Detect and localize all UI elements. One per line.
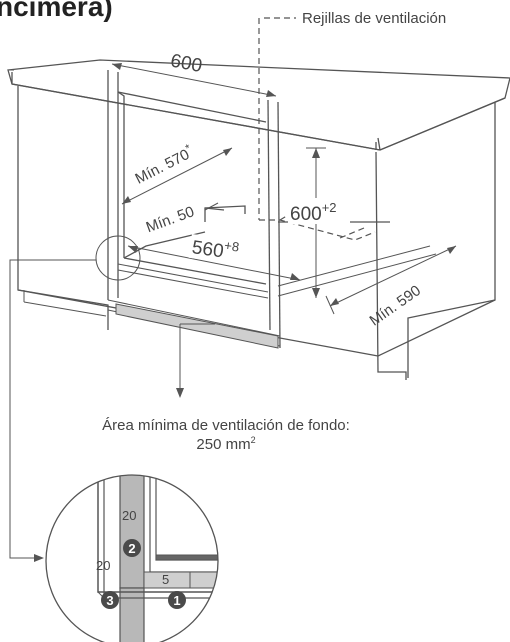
svg-text:1: 1 (173, 593, 180, 608)
dim-min-depth-label: Mín. 570 (133, 146, 193, 188)
dim-height-label: 600 (290, 204, 322, 225)
detail-magnified: 20 20 5 2 1 3 (45, 474, 219, 642)
dim-inner-width-label: 560 (191, 237, 225, 262)
dim-height-tol: +2 (322, 200, 337, 215)
svg-text:Mín. 570*: Mín. 570* (132, 142, 197, 188)
dim-min-depth: Mín. 570* (121, 142, 233, 205)
legend-vent-grilles-label: Rejillas de ventilación (302, 10, 446, 27)
marker-1: 1 (168, 591, 186, 609)
detail-dim-left: 20 (96, 558, 110, 573)
legend-vent-grilles: Rejillas de ventilación (264, 10, 446, 27)
marker-2: 2 (123, 539, 141, 557)
svg-text:560+8: 560+8 (191, 233, 241, 264)
detail-leader (9, 259, 96, 562)
cabinet (17, 70, 496, 380)
dim-min-side: Mín. 590 (325, 245, 457, 329)
oven-niche (115, 91, 437, 349)
countertop (7, 59, 510, 151)
dim-inner-width-tol: +8 (223, 238, 240, 255)
vent-area-leader (176, 323, 215, 398)
dim-inner-width: 560+8 (127, 233, 301, 281)
dim-min-depth-note: * (184, 142, 194, 155)
detail-dim-top: 20 (122, 508, 136, 523)
marker-3: 3 (101, 591, 119, 609)
dim-height: 600+2 (288, 147, 350, 298)
svg-text:3: 3 (106, 593, 113, 608)
caption-exp: 2 (251, 435, 256, 445)
heading-fragment: ncimera) (0, 0, 113, 22)
dim-width-label: 600 (169, 50, 204, 77)
svg-text:600+2: 600+2 (290, 200, 337, 225)
svg-text:250 mm2: 250 mm2 (196, 435, 255, 453)
detail-callout-circle (95, 235, 141, 281)
svg-text:2: 2 (128, 541, 135, 556)
dim-width: 600 (111, 50, 277, 97)
dim-min-gap-label: Mín. 50 (144, 203, 197, 236)
dim-min-side-label: Mín. 590 (366, 282, 424, 329)
caption-line1: Área mínima de ventilación de fondo: (102, 417, 350, 434)
detail-dim-bottom: 5 (162, 572, 169, 587)
caption-value: 250 mm (196, 436, 250, 453)
